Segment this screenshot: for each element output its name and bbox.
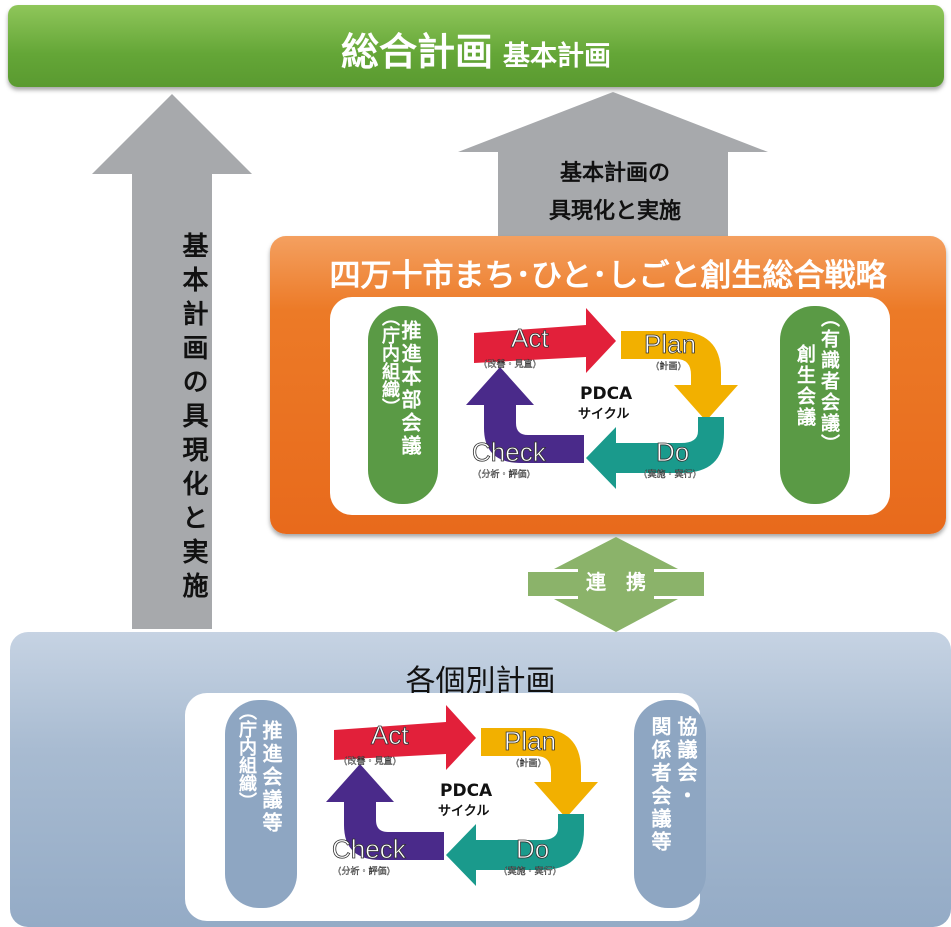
pdca2-plan-sub: (計画)	[516, 757, 541, 769]
link-double-arrow	[528, 537, 704, 632]
pdca-center-line2: サイクル	[578, 407, 629, 422]
left-up-arrow	[92, 94, 252, 629]
pdca2-do-label: Do	[516, 834, 549, 864]
strategy-title: 四万十市まち･ひと･しごと創生総合戦略	[329, 258, 887, 294]
pdca-act-arrow	[474, 308, 616, 373]
plans-left-pill: 推進会議等 （庁内組織）	[225, 700, 297, 908]
pdca-do-label: Do	[656, 437, 689, 467]
plans-right-pill: 協議会・ 関係者会議等	[634, 700, 706, 908]
comprehensive-plan-title: 総合計画	[340, 30, 493, 74]
pdca-do-sub: (実施・実行)	[644, 468, 696, 480]
pdca2-act-sub: (改善・見直)	[344, 755, 396, 767]
plans-right-pill-sub: 関係者会議等	[648, 716, 672, 854]
pdca2-plan-label: Plan	[504, 726, 556, 756]
pdca2-check-sub: (分析・評価)	[338, 865, 390, 877]
pdca-check-label: Check	[472, 437, 547, 467]
pdca-center-line1: PDCA	[580, 384, 633, 404]
pdca-cycle-top: Act (改善・見直) Plan (計画) Do (実施・実行) Check (…	[466, 308, 738, 489]
basic-plan-subtitle: 基本計画	[503, 41, 611, 72]
pdca2-check-label: Check	[332, 834, 407, 864]
pdca2-do-sub: (実施・実行)	[504, 865, 556, 877]
pdca-act-label: Act	[511, 323, 549, 353]
top-banner: 総合計画基本計画	[8, 5, 944, 87]
strategy-panel: 四万十市まち･ひと･しごと創生総合戦略 推進本部会議 （庁内組織） （有識者会議…	[270, 236, 946, 534]
pdca-plan-arrow	[621, 331, 738, 421]
plans-panel: 各個別計画 推進会議等 （庁内組織） 協議会・ 関係者会議等	[10, 632, 951, 927]
strategy-right-pill: （有識者会議） 創生会議	[780, 306, 850, 504]
pdca-plan-label: Plan	[644, 329, 696, 359]
strategy-right-pill-sub: 創生会議	[794, 344, 816, 428]
plans-left-pill-sub: （庁内組織）	[236, 702, 257, 810]
upper-up-arrow	[458, 92, 768, 237]
plans-right-pill-main: 協議会・	[674, 716, 698, 808]
pdca2-center-line2: サイクル	[438, 804, 489, 819]
plans-left-pill-main: 推進会議等	[259, 720, 283, 835]
pdca-check-sub: (分析・評価)	[478, 468, 530, 480]
pdca-act-sub: (改善・見直)	[484, 358, 536, 370]
link-text: 連 携	[586, 570, 646, 594]
strategy-left-pill: 推進本部会議 （庁内組織）	[368, 306, 438, 504]
strategy-right-pill-main: （有識者会議）	[818, 308, 840, 455]
strategy-left-pill-sub: （庁内組織）	[379, 308, 400, 416]
upper-arrow-line2: 具現化と実施	[548, 199, 681, 224]
upper-arrow-line1: 基本計画の	[559, 161, 670, 186]
pdca2-act-label: Act	[371, 720, 409, 750]
pdca-do-arrow	[586, 417, 724, 489]
pdca-plan-sub: (計画)	[656, 360, 681, 372]
pdca-cycle-bottom: Act (改善・見直) Plan (計画) Do (実施・実行) Check (…	[326, 705, 598, 886]
strategy-left-pill-main: 推進本部会議	[398, 320, 422, 458]
pdca-check-arrow	[466, 367, 584, 463]
left-arrow-text: 基本計画の具現化と実施	[178, 232, 208, 606]
pdca2-center-line1: PDCA	[440, 781, 493, 801]
